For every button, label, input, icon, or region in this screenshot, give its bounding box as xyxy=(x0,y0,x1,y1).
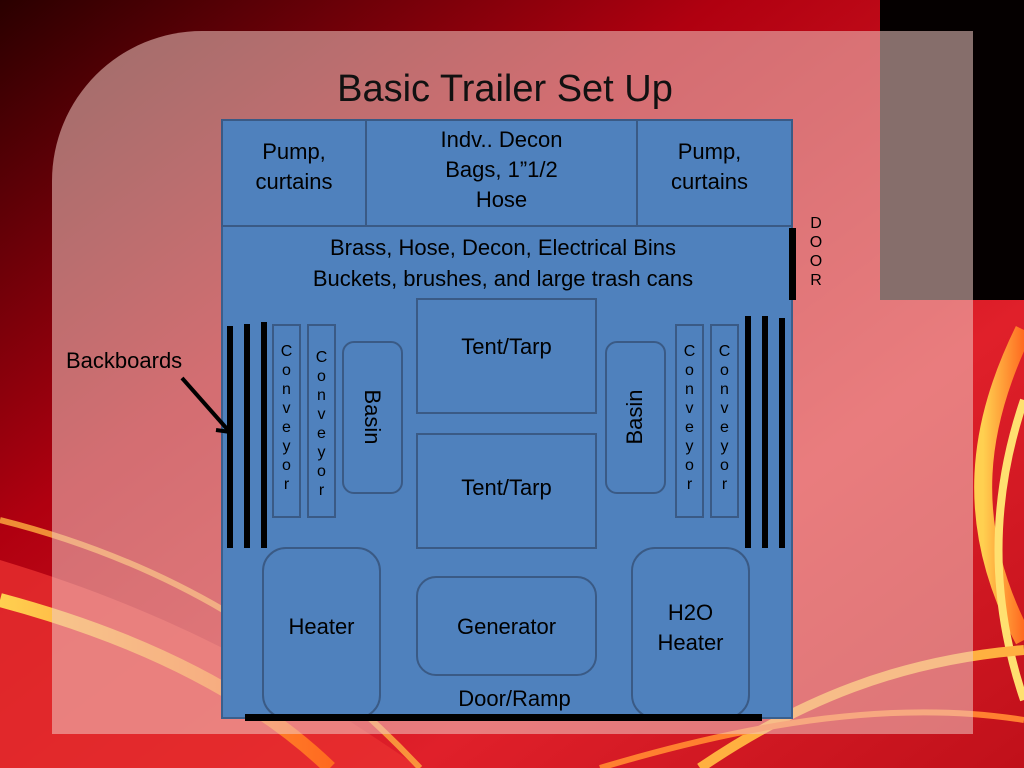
side-door-label: D O O R xyxy=(809,215,823,289)
backboard-left-1 xyxy=(227,326,233,548)
conveyor-left-2-box xyxy=(307,324,336,518)
backboards-label: Backboards xyxy=(66,348,183,373)
bins-line-2: Buckets, brushes, and large trash cans xyxy=(312,266,694,291)
basin-right-label: Basin xyxy=(622,389,647,445)
side-door-bar xyxy=(789,228,796,300)
door-ramp-label: Door/Ramp xyxy=(458,686,571,711)
conveyor-right-2-box xyxy=(710,324,739,518)
slide-title: Basic Trailer Set Up xyxy=(337,68,673,110)
tent-tarp-top-box xyxy=(416,298,597,414)
backboard-left-3 xyxy=(261,322,267,548)
pump-curtains-right-box xyxy=(636,119,793,227)
pump-curtains-left-box xyxy=(221,119,367,227)
pump-curtains-right-label: Pump, curtains xyxy=(670,139,749,194)
backboard-right-2 xyxy=(762,316,768,548)
door-ramp-bar xyxy=(245,714,762,721)
h2o-heater-label: H2O Heater xyxy=(657,600,724,655)
backboard-right-1 xyxy=(745,316,751,548)
conveyor-right-1-label: C o n v e y o r xyxy=(683,343,696,493)
heater-label: Heater xyxy=(288,614,355,639)
basin-left-box xyxy=(342,341,403,494)
generator-label: Generator xyxy=(456,614,557,639)
generator-box xyxy=(416,576,597,676)
heater-box xyxy=(262,547,381,719)
conveyor-right-2-label: C o n v e y o r xyxy=(718,343,731,493)
tent-tarp-bottom-box xyxy=(416,433,597,549)
decon-bags-box xyxy=(365,119,638,227)
bins-line-1: Brass, Hose, Decon, Electrical Bins xyxy=(329,235,677,260)
tent-tarp-top-label: Tent/Tarp xyxy=(461,334,552,359)
basin-left-label: Basin xyxy=(360,389,385,445)
basin-right-box xyxy=(605,341,666,494)
conveyor-right-1-box xyxy=(675,324,704,518)
backboards-arrow-icon xyxy=(180,376,232,435)
conveyor-left-1-label: C o n v e y o r xyxy=(280,343,293,493)
backboard-right-3 xyxy=(779,318,785,548)
pump-curtains-left-label: Pump, curtains xyxy=(255,139,333,194)
backboard-left-2 xyxy=(244,324,250,548)
tent-tarp-bottom-label: Tent/Tarp xyxy=(461,475,552,500)
conveyor-left-2-label: C o n v e y o r xyxy=(315,349,328,499)
h2o-heater-box xyxy=(631,547,750,719)
decon-bags-label: Indv.. Decon Bags, 1”1/2 Hose xyxy=(440,127,563,212)
conveyor-left-1-box xyxy=(272,324,301,518)
